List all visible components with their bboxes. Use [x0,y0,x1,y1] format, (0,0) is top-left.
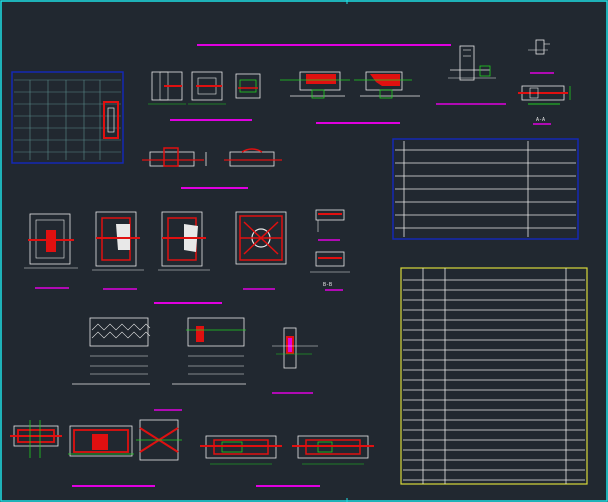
column-plan-3 [158,211,210,271]
joint-detail-5 [292,435,374,465]
blue-schedule-table [392,138,579,240]
beam-detail-1 [280,71,350,99]
lintel-detail-1 [142,147,207,167]
section-label-aa: A-A [536,117,545,123]
column-plan-2 [92,211,144,271]
column-detail-3 [235,73,261,99]
pier-detail [448,45,496,81]
lintel-detail-2 [224,148,282,167]
section-aa-detail: A-A [518,85,571,123]
column-plan-4 [235,211,287,265]
joint-detail-2 [68,425,134,457]
wall-section-1 [72,317,151,385]
wall-section-2 [172,317,246,385]
yellow-schedule-table [400,267,588,485]
joint-detail-3 [136,419,182,461]
joint-detail-1 [10,420,62,458]
column-detail-1 [148,71,186,105]
joint-detail-4 [200,435,282,465]
column-elevation [272,327,318,369]
column-plan-1 [24,213,78,269]
section-bb-detail: B-B [310,209,350,288]
beam-detail-2 [354,71,420,99]
connector-detail [528,39,550,55]
section-label-bb: B-B [323,282,332,288]
column-detail-2 [188,71,226,105]
masonry-wall-detail [11,71,124,164]
